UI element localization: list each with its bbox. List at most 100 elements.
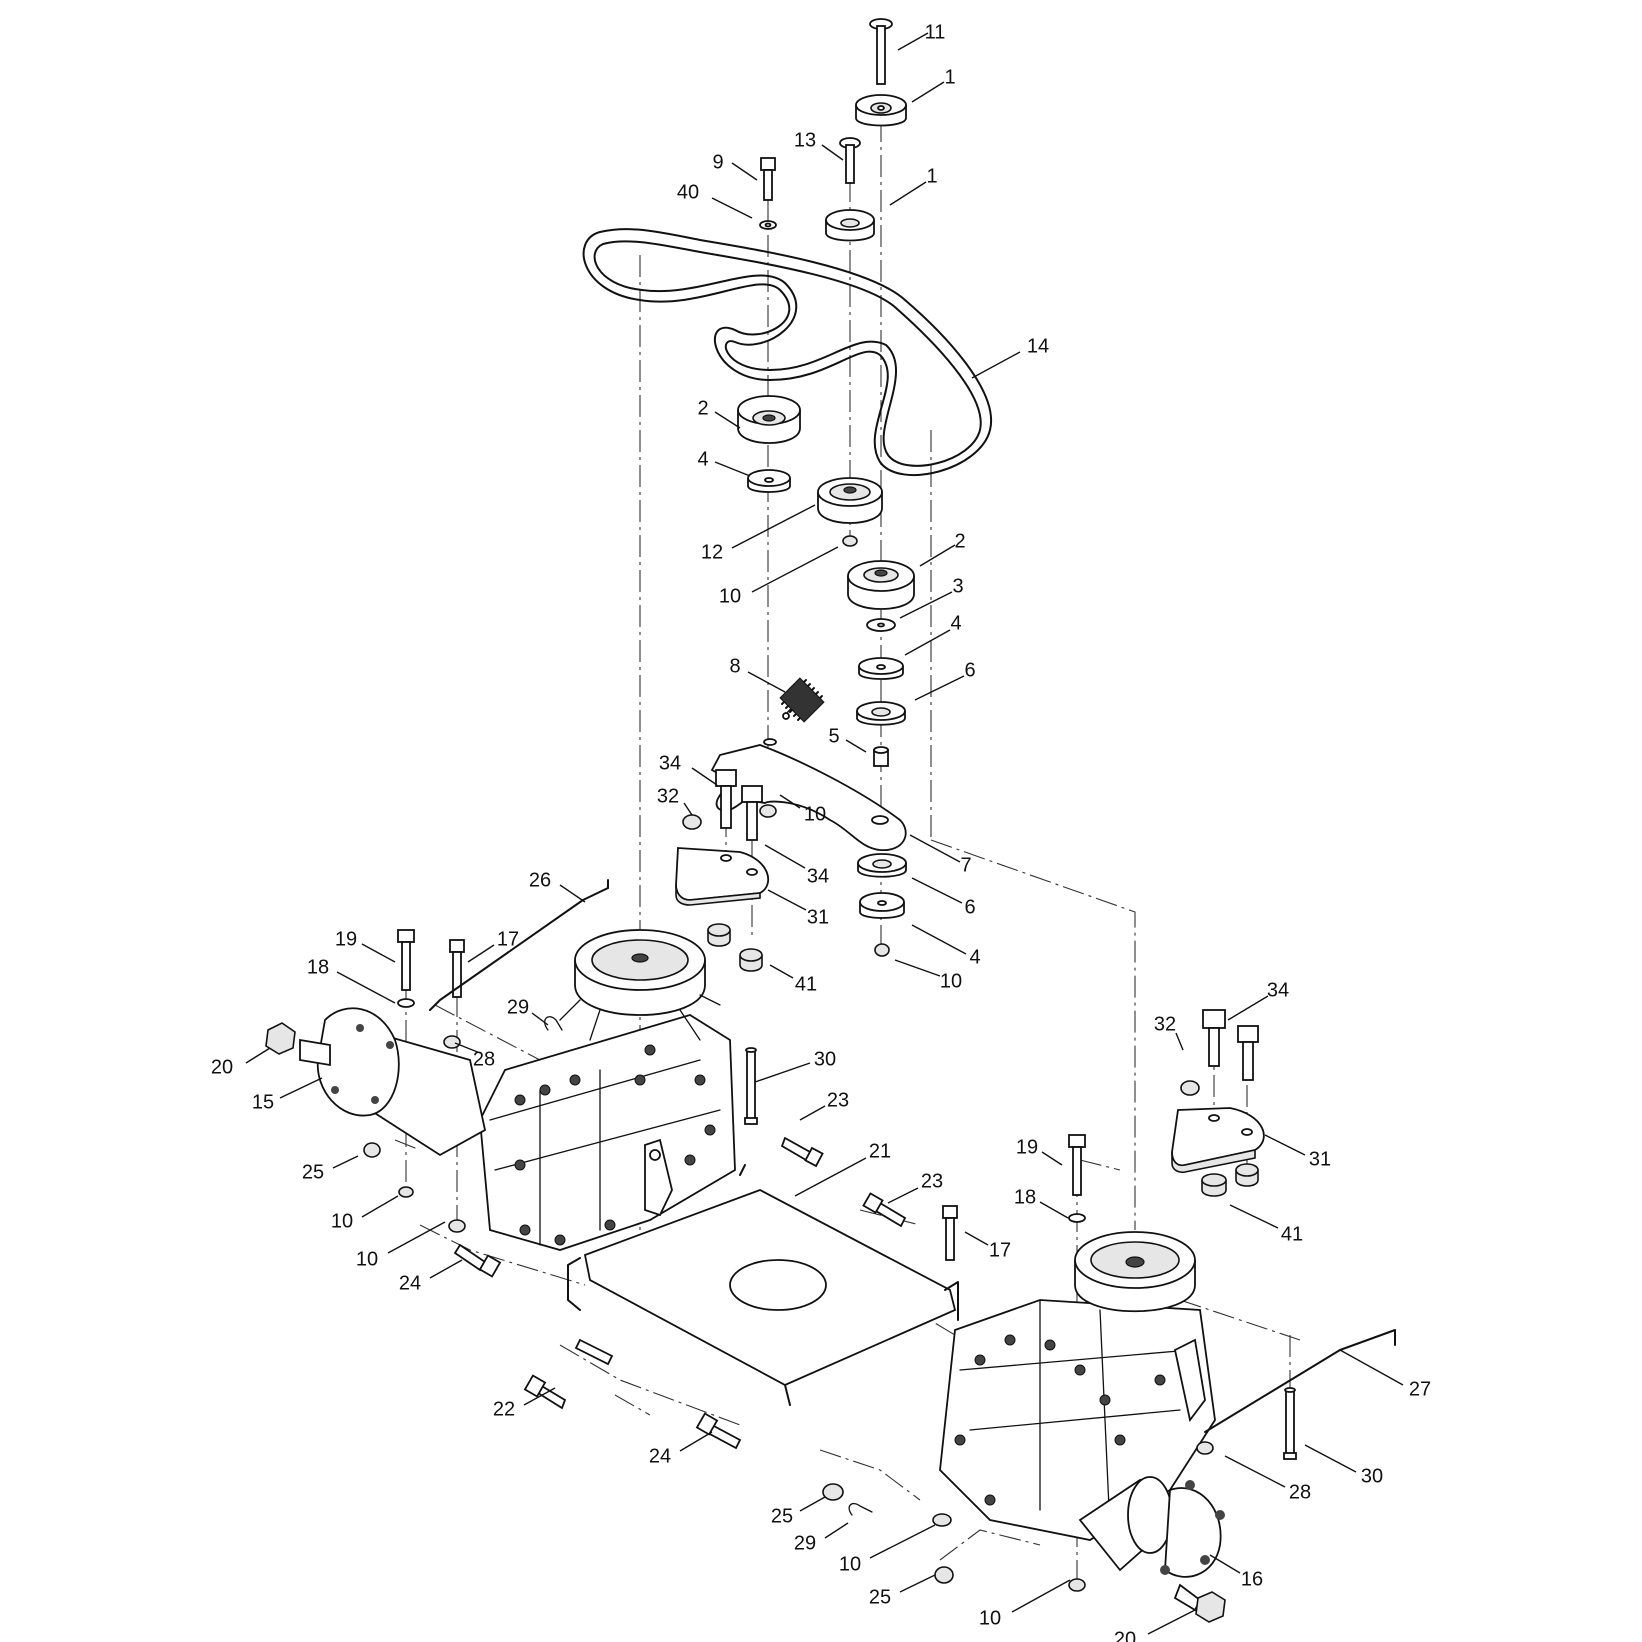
nut-25-right-b — [934, 1566, 954, 1584]
callout-number-10: 10 — [940, 970, 962, 992]
callout-number-23: 23 — [921, 1170, 943, 1192]
callout-leader-line — [1175, 1032, 1184, 1051]
callout-leader-line — [279, 1077, 323, 1099]
transmission-left — [299, 929, 736, 1251]
callout-leader-line — [429, 1259, 463, 1279]
callout-leader-line — [911, 81, 945, 103]
callout-leader-line — [909, 834, 961, 863]
callout-leader-line — [899, 1574, 936, 1593]
callout-leader-line — [1041, 1151, 1063, 1166]
callout-number-3: 3 — [952, 575, 963, 597]
callout-number-31: 31 — [807, 906, 829, 928]
mount-plate-21 — [567, 1164, 959, 1406]
callout-leader-line — [751, 546, 839, 593]
nut-25-left — [363, 1142, 381, 1158]
callout-number-8: 8 — [729, 655, 740, 677]
bolt-24-lower — [695, 1412, 742, 1450]
callout-leader-line — [714, 411, 741, 429]
callout-leader-line — [711, 197, 753, 219]
bracket-31-right — [1171, 1107, 1265, 1174]
callout-number-30: 30 — [1361, 1465, 1383, 1487]
callout-number-17: 17 — [497, 928, 519, 950]
callout-number-18: 18 — [307, 956, 329, 978]
callout-number-1: 1 — [944, 66, 955, 88]
callout-leader-line — [559, 884, 586, 903]
bolt-19-right — [1068, 1134, 1086, 1196]
callout-leader-line — [731, 162, 758, 181]
callout-leader-line — [769, 964, 794, 979]
callout-leader-line — [764, 844, 806, 869]
callout-number-10: 10 — [839, 1553, 861, 1575]
callout-number-2: 2 — [954, 530, 965, 552]
bolt-34-left-b — [741, 785, 763, 841]
pulley-12 — [817, 477, 883, 524]
callout-leader-line — [1147, 1609, 1196, 1635]
bolt-34-right-a — [1202, 1009, 1226, 1067]
callout-number-4: 4 — [969, 946, 980, 968]
nut-10-left-b — [448, 1219, 466, 1233]
bolt-11 — [869, 18, 893, 85]
idler-pulley-2-right — [847, 560, 915, 610]
callout-number-29: 29 — [794, 1532, 816, 1554]
bolt-34-right-b — [1237, 1025, 1259, 1081]
nut-10-arm — [759, 804, 777, 818]
bracket-31-left — [675, 847, 770, 906]
callout-number-34: 34 — [659, 752, 681, 774]
lug-nut-20-left — [265, 1022, 296, 1055]
bolt-30-left — [744, 1047, 758, 1125]
callout-leader-line — [245, 1047, 271, 1064]
callout-number-18: 18 — [1014, 1186, 1036, 1208]
callout-number-34: 34 — [1267, 979, 1289, 1001]
bolt-22 — [523, 1338, 614, 1410]
spacer-4-right — [858, 657, 904, 680]
nut-10-left-a — [398, 1186, 414, 1198]
callout-number-10: 10 — [331, 1210, 353, 1232]
callout-leader-line — [911, 924, 967, 955]
callout-leader-line — [754, 1062, 811, 1083]
callout-leader-line — [387, 1221, 446, 1254]
washer-6-upper — [856, 701, 906, 726]
callout-number-10: 10 — [979, 1607, 1001, 1629]
callout-number-24: 24 — [399, 1272, 421, 1294]
transmission-right — [939, 1231, 1225, 1612]
lug-nut-20-right — [1195, 1591, 1226, 1623]
callout-number-4: 4 — [697, 448, 708, 470]
callout-number-41: 41 — [1281, 1223, 1303, 1245]
callout-leader-line — [914, 675, 965, 701]
bolt-24-left — [453, 1243, 502, 1278]
nut-10-right-b — [1068, 1578, 1086, 1592]
nut-41-right — [1201, 1163, 1259, 1197]
bolt-23-right — [862, 1192, 907, 1228]
callout-leader-line — [467, 944, 495, 963]
callout-number-26: 26 — [529, 869, 551, 891]
washer-18-right — [1068, 1213, 1086, 1223]
callout-number-30: 30 — [814, 1048, 836, 1070]
callout-leader-line — [731, 504, 816, 549]
callout-leader-line — [523, 1387, 556, 1406]
callout-leader-line — [869, 1524, 936, 1559]
callout-number-12: 12 — [701, 541, 723, 563]
callout-number-14: 14 — [1027, 335, 1049, 357]
washer-3 — [866, 618, 896, 632]
nut-10-lower — [874, 943, 890, 957]
callout-number-20: 20 — [211, 1056, 233, 1078]
callout-leader-line — [904, 629, 951, 656]
callout-number-32: 32 — [1154, 1013, 1176, 1035]
callout-number-19: 19 — [335, 928, 357, 950]
callout-number-16: 16 — [1241, 1568, 1263, 1590]
bushing-5 — [873, 746, 889, 767]
washer-18-left — [397, 998, 415, 1008]
callout-leader-line — [1264, 1134, 1306, 1156]
callout-leader-line — [1227, 995, 1269, 1021]
callout-number-23: 23 — [827, 1089, 849, 1111]
idler-pulley-1-top — [855, 94, 907, 127]
callout-leader-line — [1039, 1201, 1069, 1219]
callout-number-25: 25 — [302, 1161, 324, 1183]
callout-leader-line — [1209, 1554, 1241, 1574]
callout-number-41: 41 — [795, 973, 817, 995]
callout-leader-line — [824, 1522, 849, 1539]
callout-number-10: 10 — [356, 1248, 378, 1270]
